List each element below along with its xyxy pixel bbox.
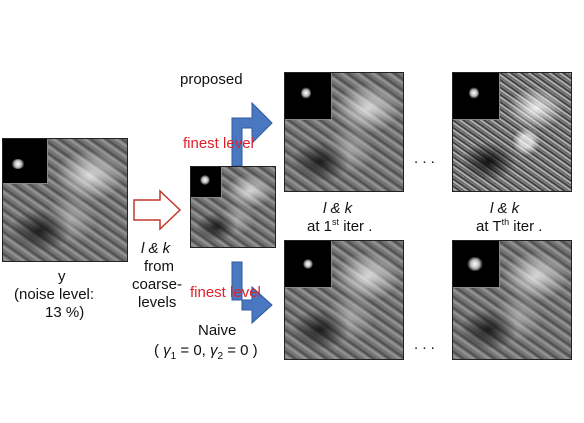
dots-top: . . . xyxy=(414,150,435,167)
label-gamma: ( γ1 = 0, γ2 = 0 ) xyxy=(154,342,258,362)
label-noise-line2: 13 %) xyxy=(45,304,85,321)
outline-arrow xyxy=(133,189,182,231)
label-finest-level-top: finest level xyxy=(183,135,254,152)
label-input-y: y xyxy=(58,268,66,285)
coarse-level-image xyxy=(190,166,276,248)
dots-bottom: . . . xyxy=(414,336,435,353)
input-image-y xyxy=(2,138,128,262)
label-at-iter1: at 1st iter . xyxy=(307,217,373,236)
label-lk-levels: levels xyxy=(138,294,177,311)
label-lk-from: from xyxy=(144,258,174,275)
label-at-iterT: at Tth iter . xyxy=(476,217,543,236)
kernel-inset xyxy=(285,73,332,120)
label-lk-coarse: l & k xyxy=(141,240,171,257)
kernel-inset xyxy=(453,241,500,288)
kernel-inset xyxy=(191,167,222,198)
kernel-inset xyxy=(453,73,500,120)
naive-iter1-image xyxy=(284,240,404,360)
naive-iterT-image xyxy=(452,240,572,360)
label-finest-level-bottom: finest level xyxy=(190,284,261,301)
label-proposed: proposed xyxy=(180,71,243,88)
blue-arrow-up xyxy=(231,101,273,167)
proposed-iterT-image xyxy=(452,72,572,192)
label-noise-line1: (noise level: xyxy=(14,286,95,303)
kernel-inset xyxy=(3,139,48,184)
blue-arrow-down xyxy=(231,261,273,325)
label-naive: Naive xyxy=(198,322,237,339)
label-lk-iter1: l & k xyxy=(323,200,353,217)
kernel-inset xyxy=(285,241,332,288)
label-lk-iterT: l & k xyxy=(490,200,520,217)
label-lk-coarse-dash: coarse- xyxy=(132,276,183,293)
proposed-iter1-image xyxy=(284,72,404,192)
